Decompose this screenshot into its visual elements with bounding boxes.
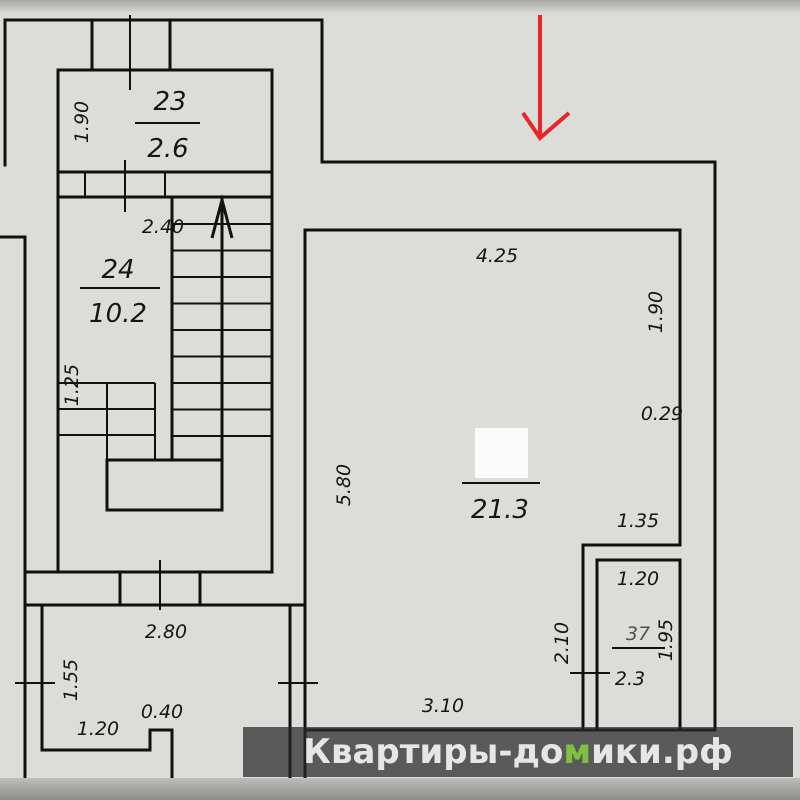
dimension-label: 1.95 [655,619,677,661]
dimension-label: 1.20 [77,718,119,740]
room-number: 23 [153,87,186,117]
dimension-label: 2.40 [142,216,184,238]
photo-edge-top [0,0,800,14]
dimension-label: 3.10 [422,695,464,717]
staircase [58,223,272,460]
room-area: 10.2 [89,299,147,329]
dimension-label: 5.80 [333,464,355,506]
dimension-label: 0.29 [641,403,683,425]
dimension-label: 2.10 [551,622,573,664]
red-arrow-icon [521,15,571,141]
watermark-text: Квартиры-до [303,732,564,772]
stair-landing [105,458,224,512]
redaction-patch [475,428,528,478]
dimension-label: 2.80 [145,621,187,643]
dimension-label: 4.25 [476,245,518,267]
dimension-label: 1.90 [645,291,667,333]
dimension-label: 1.90 [71,101,93,143]
dimension-label: 1.20 [617,568,659,590]
dimension-label: 1.35 [617,510,659,532]
stair-up-arrow-icon [210,194,234,240]
photo-edge-bottom [0,778,800,800]
room-number: 37 [626,623,650,645]
room-area: 2.6 [147,134,188,164]
room-area: 21.3 [471,495,529,525]
room-area: 2.3 [615,668,645,690]
house-logo-icon: м [563,732,592,772]
room-number: 24 [101,255,134,285]
dimension-label: 1.25 [61,364,83,406]
watermark-text: ики.рф [591,732,733,772]
dimension-label: 1.55 [60,659,82,701]
dimension-label: 0.40 [141,701,183,723]
